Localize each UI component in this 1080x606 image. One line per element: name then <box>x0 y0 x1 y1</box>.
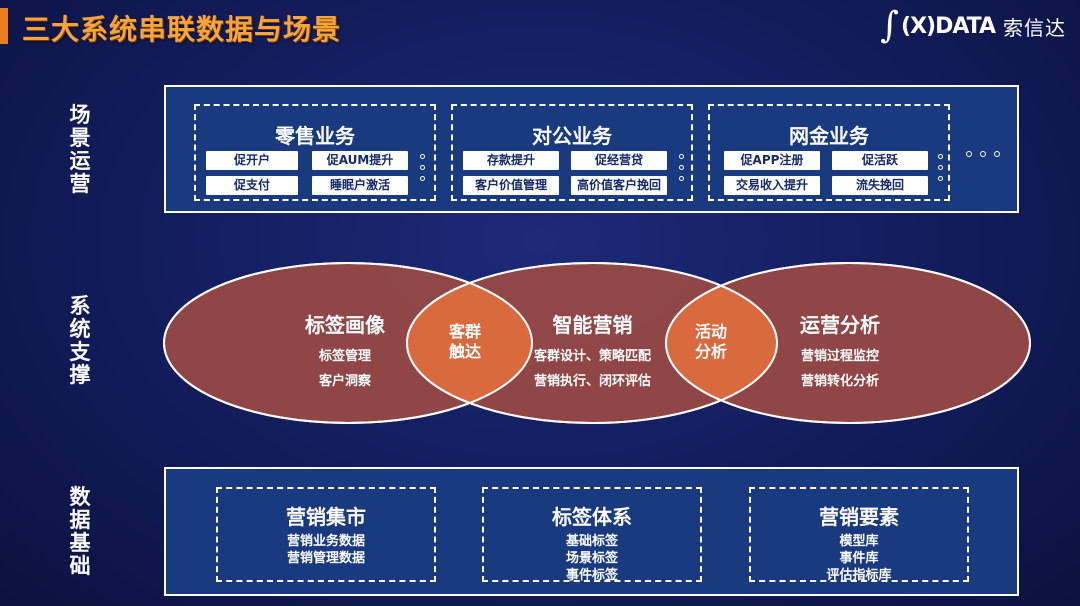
smart-marketing-block: 智能营销 客群设计、策略匹配 营销执行、闭环评估 <box>520 309 665 394</box>
scene-group-corporate: 对公业务 存款提升 促经营贷 客户价值管理 高价值客户挽回 <box>451 104 693 201</box>
group-title: 标签体系 <box>552 505 632 529</box>
scene-item: 促AUM提升 <box>312 151 408 170</box>
group-title: 营销集市 <box>286 505 366 529</box>
data-item: 场景标签 <box>565 551 618 566</box>
page-title: 三大系统串联数据与场景 <box>22 13 342 46</box>
more-ellipsis-icon <box>420 154 426 187</box>
tag-profile-line: 标签管理 <box>318 349 371 364</box>
data-panel: 营销集市 营销业务数据 营销管理数据 标签体系 基础标签 场景标签 事件标签 营… <box>164 467 1019 596</box>
scene-item: 促开户 <box>206 151 298 170</box>
tag-profile-title: 标签画像 <box>305 313 385 337</box>
more-horizontal-icon <box>966 151 1008 157</box>
company-logo: ∫ (X)DATA 索信达 <box>880 8 1066 44</box>
smart-marketing-title: 智能营销 <box>552 313 633 337</box>
scene-group-online: 网金业务 促APP注册 促活跃 交易收入提升 流失挽回 <box>708 104 950 201</box>
section-label-data: 数据基础 <box>69 485 91 578</box>
data-item: 事件库 <box>839 551 879 566</box>
data-item: 营销业务数据 <box>286 534 365 549</box>
section-label-scene: 场景运营 <box>69 103 91 196</box>
scene-item: 流失挽回 <box>832 176 928 195</box>
scene-item: 交易收入提升 <box>724 176 820 195</box>
tag-profile-line: 客户洞察 <box>318 374 371 389</box>
overlap-label-segment-reach: 客群触达 <box>448 322 481 361</box>
data-group-tags: 标签体系 基础标签 场景标签 事件标签 <box>482 487 702 583</box>
group-title: 营销要素 <box>819 505 899 529</box>
logo-chinese-name: 索信达 <box>1003 15 1066 40</box>
scene-item: 客户价值管理 <box>463 176 559 195</box>
more-ellipsis-icon <box>679 154 685 187</box>
ops-analysis-line: 营销转化分析 <box>800 374 879 389</box>
scene-item: 睡眠户激活 <box>312 176 408 195</box>
scene-item: 促经营贷 <box>571 151 667 170</box>
scene-item: 高价值客户挽回 <box>571 176 667 195</box>
scene-group-retail: 零售业务 促开户 促AUM提升 促支付 睡眠户激活 <box>194 104 436 201</box>
logo-integral-icon: ∫ <box>880 5 900 46</box>
overlap-label-activity-analysis: 活动分析 <box>694 322 727 361</box>
scene-item: 促支付 <box>206 176 298 195</box>
data-item: 模型库 <box>839 534 879 549</box>
ops-analysis-title: 运营分析 <box>800 313 880 337</box>
group-title: 零售业务 <box>275 124 355 148</box>
smart-marketing-line: 营销执行、闭环评估 <box>533 374 651 389</box>
overlap-left-fill <box>407 263 532 423</box>
data-group-mart: 营销集市 营销业务数据 营销管理数据 <box>216 487 436 582</box>
data-item: 基础标签 <box>565 534 618 549</box>
group-title: 对公业务 <box>532 124 612 148</box>
scene-item: 促活跃 <box>832 151 928 170</box>
tag-profile-block: 标签画像 标签管理 客户洞察 <box>280 309 410 394</box>
scene-panel: 零售业务 促开户 促AUM提升 促支付 睡眠户激活 对公业务 存款提升 促经营贷… <box>164 85 1019 213</box>
scene-item: 存款提升 <box>463 151 559 170</box>
data-item: 评估指标库 <box>826 568 892 583</box>
title-accent-bar <box>0 8 8 44</box>
smart-marketing-line: 客群设计、策略匹配 <box>533 349 651 364</box>
section-label-system: 系统支撑 <box>69 294 91 387</box>
ops-analysis-line: 营销过程监控 <box>800 349 879 364</box>
ops-analysis-block: 运营分析 营销过程监控 营销转化分析 <box>775 309 905 394</box>
data-item: 营销管理数据 <box>286 551 365 566</box>
data-item: 事件标签 <box>565 568 618 583</box>
group-title: 网金业务 <box>789 124 869 148</box>
logo-text: (X)DATA <box>901 13 996 39</box>
data-group-elements: 营销要素 模型库 事件库 评估指标库 <box>749 487 969 583</box>
more-ellipsis-icon <box>938 154 944 187</box>
scene-item: 促APP注册 <box>724 151 820 170</box>
